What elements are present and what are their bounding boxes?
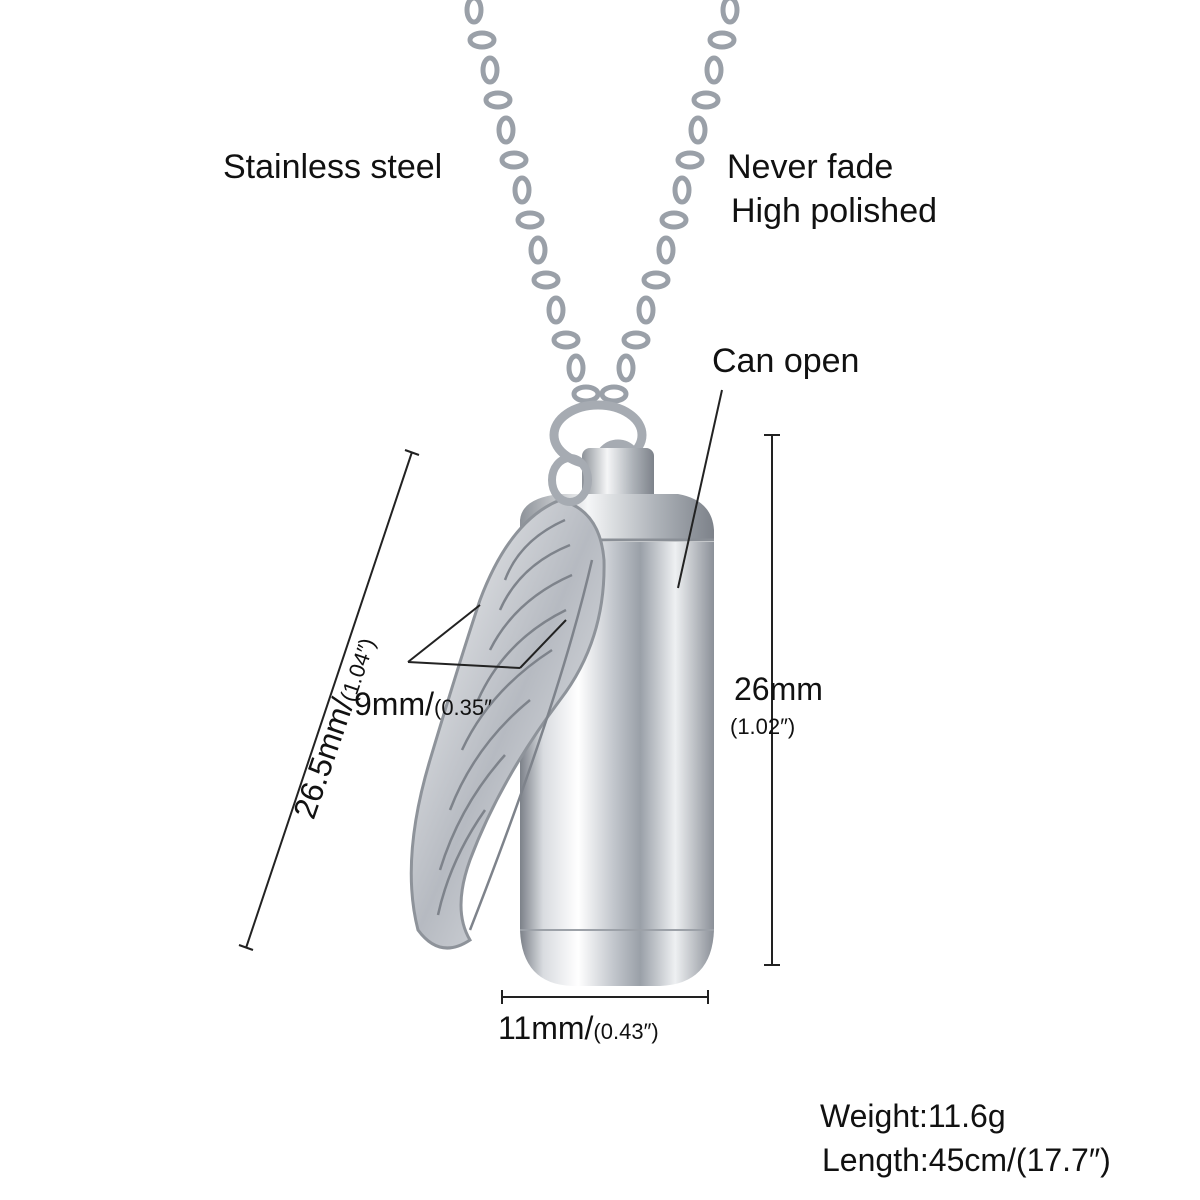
weight-label: Weight:11.6g — [820, 1098, 1006, 1134]
wing-charm — [409, 454, 606, 950]
wing-feathers — [436, 518, 594, 931]
width-in-label: (0.43″) — [593, 1019, 659, 1044]
material-label: Stainless steel — [223, 148, 443, 186]
dim-line-wing-length — [238, 449, 420, 951]
urn-cap-neck — [582, 448, 654, 502]
wing-shape — [409, 498, 606, 950]
dim-line-wing-width — [407, 604, 567, 669]
dim-line-height — [764, 434, 780, 966]
width-mm-label: 11mm/ — [498, 1010, 594, 1046]
height-in-label: (1.02″) — [730, 714, 796, 739]
wing-width-mm-label: 9mm/ — [354, 686, 434, 722]
dimension-lines — [238, 389, 780, 1004]
height-mm-label: 26mm — [734, 671, 823, 707]
can-open-label: Can open — [712, 342, 860, 380]
chain — [464, 0, 740, 404]
length-label: Length:45cm/(17.7″) — [822, 1142, 1111, 1178]
never-fade-label: Never fade — [727, 148, 894, 186]
high-polished-label: High polished — [731, 192, 938, 230]
width-label: 11mm/(0.43″) — [498, 1012, 659, 1044]
can-open-leader — [677, 389, 723, 589]
chain-right — [599, 0, 740, 404]
wing-ring — [548, 454, 592, 506]
dim-line-width — [501, 990, 709, 1004]
wing-width-label: 9mm/(0.35″ — [354, 688, 492, 720]
chain-left — [464, 0, 601, 404]
wing-width-in-label: (0.35″ — [434, 695, 492, 720]
